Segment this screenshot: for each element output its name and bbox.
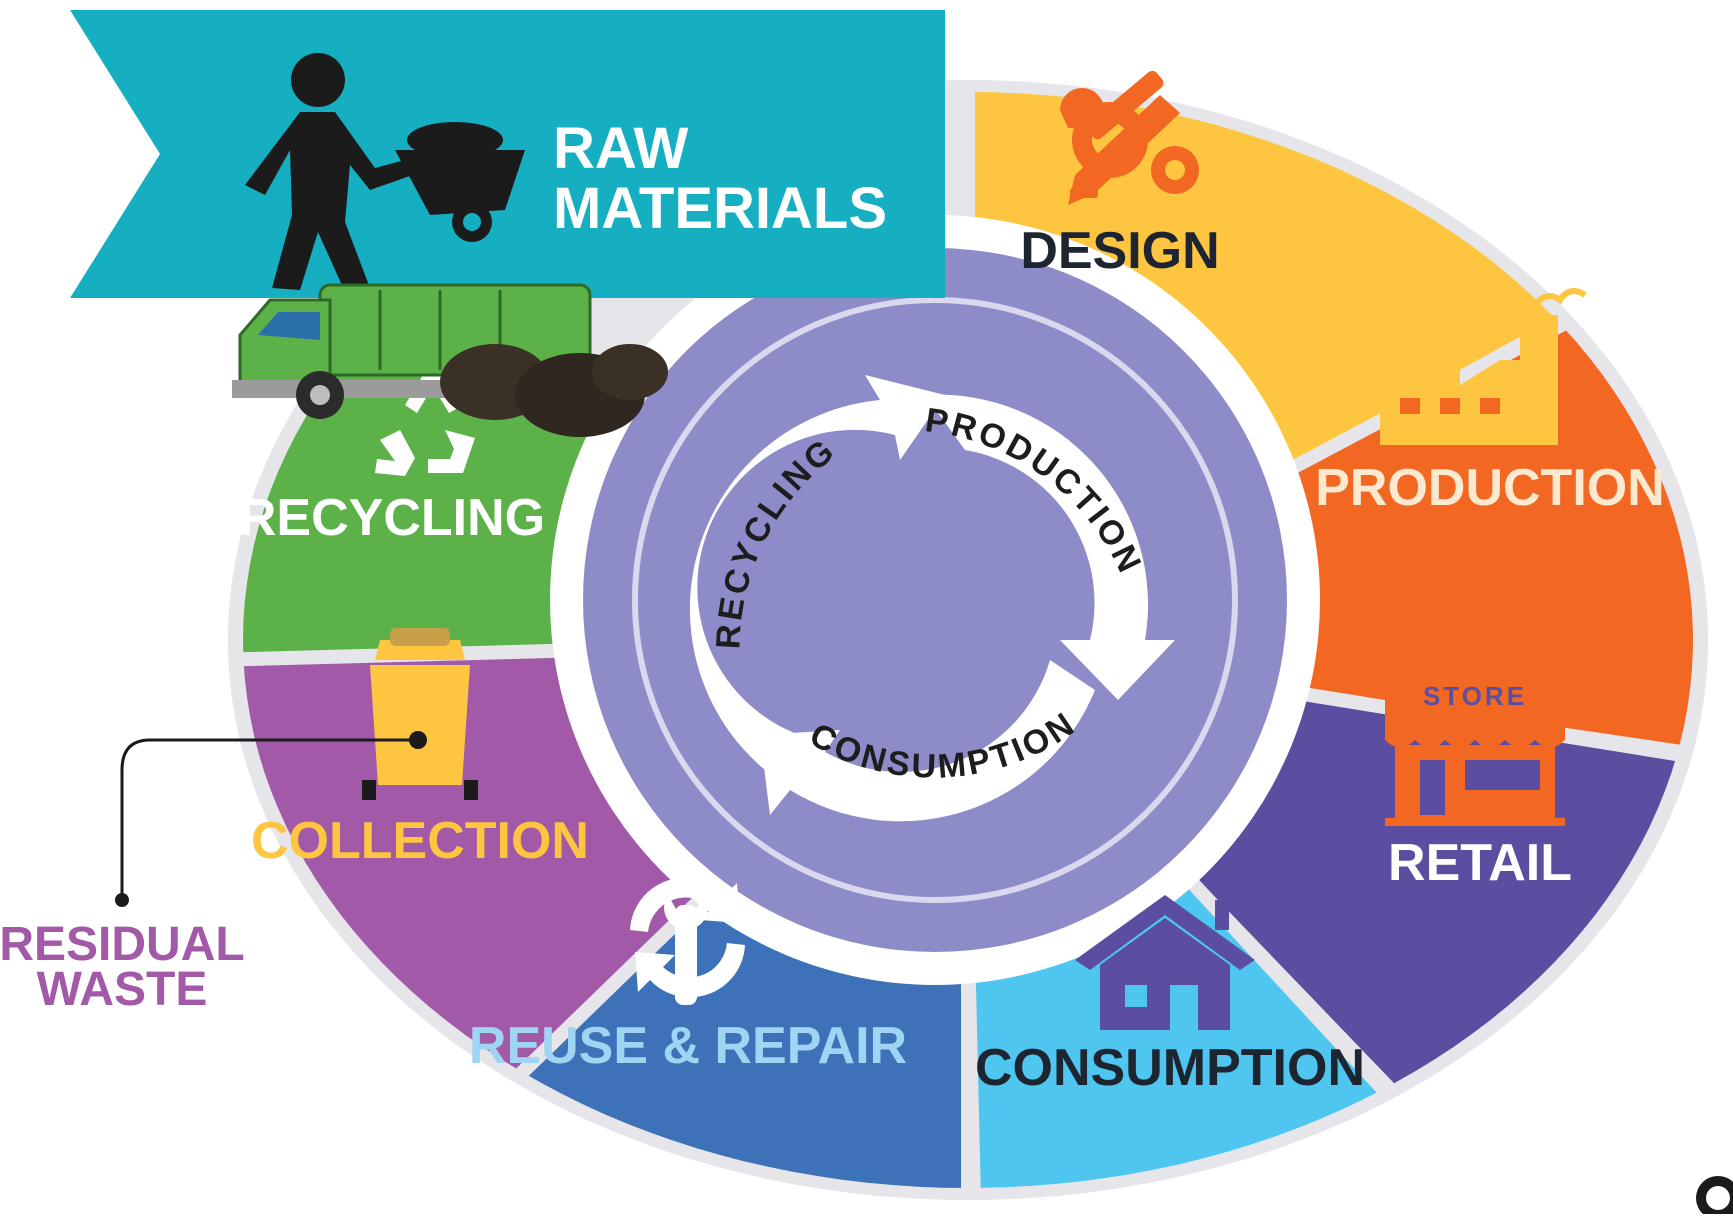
design-label: DESIGN	[1020, 222, 1219, 280]
banner-line1: RAW	[553, 116, 689, 181]
banner-line2: MATERIALS	[553, 176, 887, 241]
residual-line1: RESIDUAL	[0, 918, 245, 971]
waste-bin-icon	[362, 628, 478, 800]
inner-center	[810, 475, 1060, 725]
raw-materials-banner: RAW MATERIALS	[70, 10, 945, 298]
residual-line2: WASTE	[37, 963, 208, 1016]
inner-cycle-arrows	[689, 375, 1175, 822]
consumption-label: CONSUMPTION	[975, 1039, 1365, 1097]
collection-label: COLLECTION	[251, 812, 589, 870]
reuse-repair-label: REUSE & REPAIR	[469, 1017, 907, 1075]
reuse-repair-segment: REUSE & REPAIR	[469, 877, 907, 1075]
production-segment: PRODUCTION	[1315, 288, 1665, 517]
person-pushing-wheelbarrow-icon	[245, 53, 525, 292]
production-arrow	[925, 394, 1175, 700]
factory-icon	[1380, 288, 1587, 445]
recycling-arrow	[689, 375, 945, 770]
store-icon: STORE	[1385, 680, 1565, 826]
production-label: PRODUCTION	[1315, 459, 1665, 517]
collection-segment: COLLECTION	[251, 628, 589, 870]
residual-waste-callout: RESIDUAL WASTE	[0, 738, 418, 1016]
retail-segment: STORE RETAIL	[1385, 680, 1572, 892]
design-gears-icon	[1060, 70, 1199, 205]
inner-ring-outline	[632, 297, 1238, 903]
store-icon-text: STORE	[1423, 681, 1527, 711]
garbage-truck-icon	[232, 283, 668, 437]
consumption-segment: CONSUMPTION	[975, 895, 1365, 1097]
residual-connector-line	[120, 738, 418, 900]
design-segment: DESIGN	[1020, 70, 1220, 280]
house-icon	[1075, 895, 1255, 1030]
retail-label: RETAIL	[1388, 834, 1572, 892]
consumption-arrow	[760, 660, 1095, 822]
corner-logo-icon	[1696, 1176, 1733, 1219]
recycling-label: RECYCLING	[239, 489, 545, 547]
wrench-cycle-icon	[630, 877, 745, 1005]
